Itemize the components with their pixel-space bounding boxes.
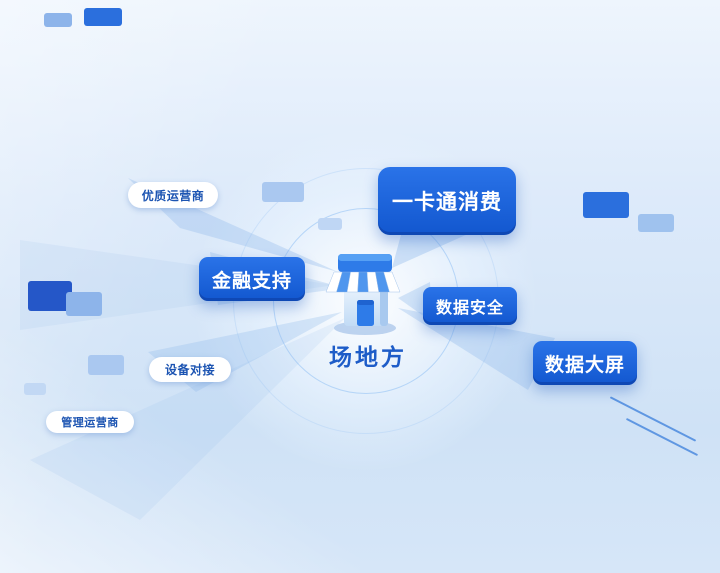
deco-rect [44,13,72,27]
storefront-icon [320,242,410,336]
node-data-big-screen[interactable]: 数据大屏 [533,341,637,385]
node-data-security[interactable]: 数据安全 [423,287,517,325]
center-label: 场地方 [329,344,407,370]
deco-rect [88,355,124,375]
deco-rect [583,192,629,218]
deco-rect [24,383,46,395]
deco-rect [318,218,342,230]
node-card-consumption[interactable]: 一卡通消费 [378,167,516,235]
deco-rect [262,182,304,202]
deco-rect [66,292,102,316]
node-management-operator[interactable]: 管理运营商 [46,411,134,433]
node-financial-support[interactable]: 金融支持 [199,257,305,301]
deco-rect [84,8,122,26]
node-premium-operator[interactable]: 优质运营商 [128,182,218,208]
deco-rect [28,281,72,311]
deco-rect [638,214,674,232]
diagonal-line [609,396,697,442]
node-device-docking[interactable]: 设备对接 [149,357,231,382]
